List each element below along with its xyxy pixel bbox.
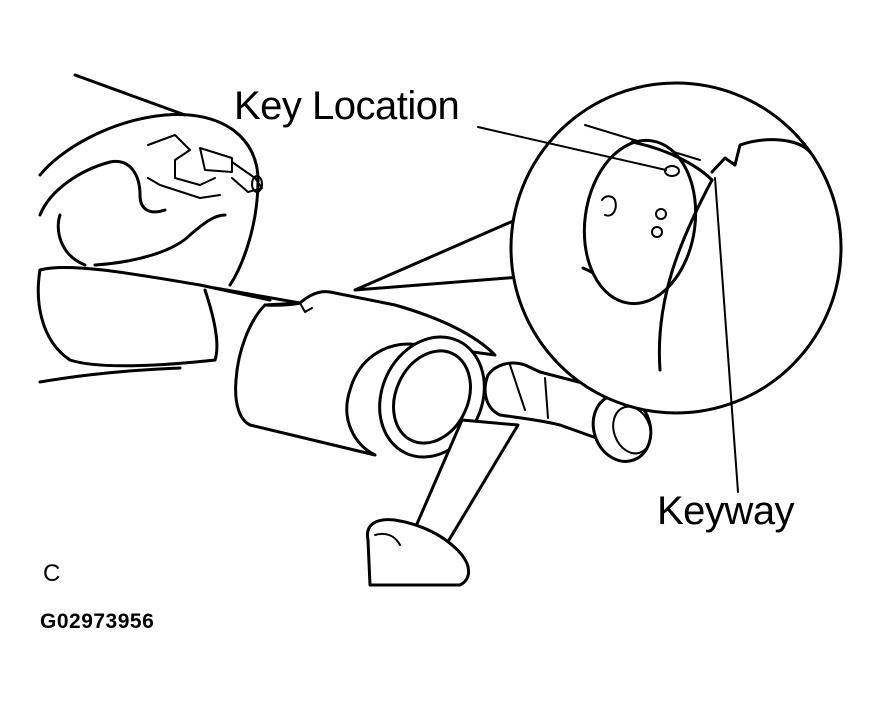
special-tool-body [234,290,497,459]
leader-key-location [477,126,667,171]
detail-magnifier [509,81,843,415]
label-view-letter: C [43,560,61,587]
leader-keyway [714,177,739,493]
figure-code: G02973956 [40,610,155,633]
callout-pointer [353,216,522,292]
column-housing [38,73,263,287]
handle-wrench [365,361,653,587]
label-key-location: Key Location [234,84,460,128]
label-keyway: Keyway [657,489,795,533]
column-tube [36,266,302,384]
